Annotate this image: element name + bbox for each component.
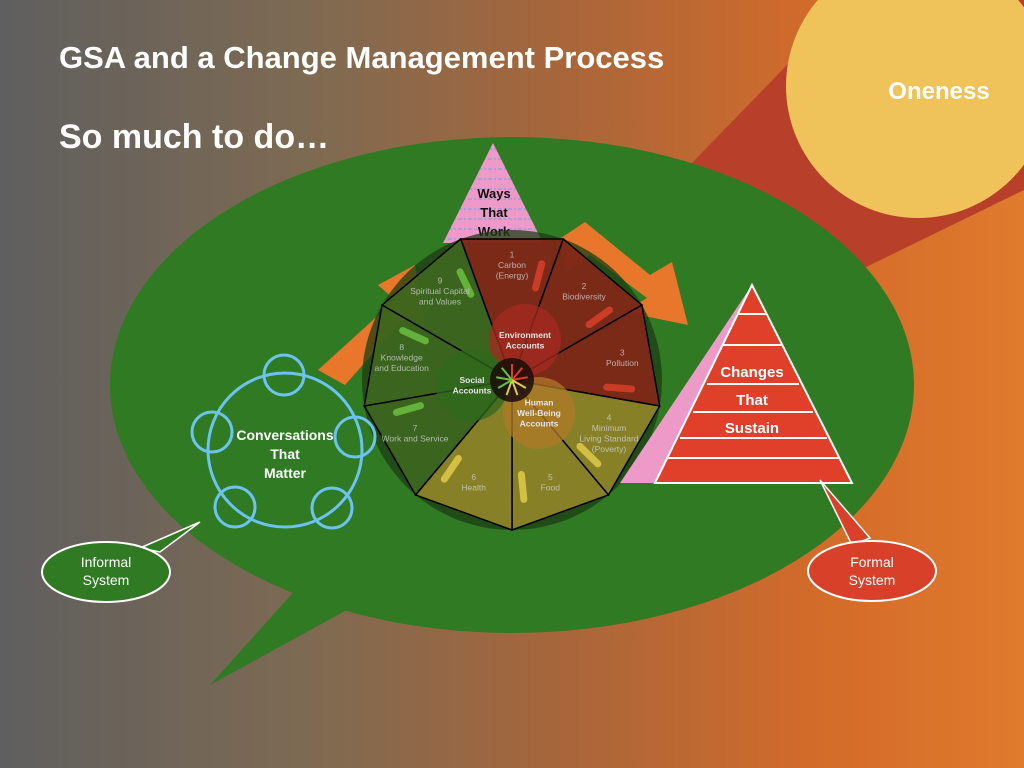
- account-label-2: Accounts: [453, 385, 492, 395]
- wheel-label-5: Food: [541, 482, 561, 492]
- informal-system-bubble: [41, 541, 171, 603]
- wheel-indicator-4: [576, 442, 602, 468]
- wheel-label-6: 6: [471, 472, 476, 482]
- wheel-label-4: Living Standard: [579, 433, 638, 443]
- wheel-label-4: (Poverty): [592, 444, 627, 454]
- wheel-label-3: 3: [620, 347, 625, 357]
- right-orange-arrow: [558, 222, 688, 325]
- hub-spoke: [500, 367, 513, 381]
- conversations-circles: [190, 353, 377, 530]
- hub-spoke: [497, 379, 513, 389]
- wheel-indicator-9: [456, 268, 475, 298]
- formal-line-2: System: [849, 572, 896, 588]
- pyramid-layer-lines: [666, 313, 839, 459]
- informal-line-2: System: [83, 572, 130, 588]
- conversations-line-3: Matter: [264, 465, 307, 481]
- account-label-1: Accounts: [506, 340, 545, 350]
- wheel-label-5: 5: [548, 472, 553, 482]
- oneness-label: Oneness: [888, 78, 990, 105]
- wheel-label-8: and Education: [375, 363, 430, 373]
- wheel-label-8: Knowledge: [381, 353, 423, 363]
- wheel-label-4: Minimum: [592, 423, 626, 433]
- changes-line-1: Changes: [720, 364, 783, 381]
- ways-line-2: That: [480, 205, 508, 220]
- hub-spoke: [511, 367, 524, 381]
- wheel-indicator-3: [603, 383, 636, 393]
- account-circle-2: [436, 349, 508, 421]
- account-label-3: Well-Being: [517, 408, 561, 418]
- hub-spoke: [511, 379, 519, 396]
- wheel-label-1: (Energy): [496, 271, 529, 281]
- wheel-label-2: 2: [582, 281, 587, 291]
- wheel-label-7: Work and Service: [382, 433, 449, 443]
- wheel-label-3: Pollution: [606, 358, 639, 368]
- wheel-indicator-8: [399, 327, 429, 345]
- hub-spoke: [505, 379, 513, 396]
- wheel-segment-9: [380, 237, 514, 382]
- wheel-indicator-6: [440, 454, 462, 483]
- formal-system-bubble: [807, 540, 937, 602]
- account-label-1: Environment: [499, 330, 551, 340]
- wheel-indicator-7: [392, 402, 425, 416]
- wheel-label-2: Biodiversity: [562, 291, 606, 301]
- wheel-label-9: 9: [438, 276, 443, 286]
- account-label-2: Social: [459, 375, 484, 385]
- wheel-label-7: 7: [413, 423, 418, 433]
- wheel-label-4: 4: [607, 412, 612, 422]
- wheel-label-1: Carbon: [498, 260, 526, 270]
- wheel-label-9: and Values: [419, 297, 461, 307]
- pink-pyramid-side: [620, 285, 752, 483]
- informal-bubble-tail: [137, 521, 201, 553]
- account-circle-1: [489, 304, 561, 376]
- wheel-label-6: Health: [461, 482, 486, 492]
- ways-line-1: Ways: [477, 186, 510, 201]
- account-label-3: Accounts: [520, 419, 559, 429]
- ways-that-work-pyramid: [443, 143, 543, 243]
- changes-line-2: That: [736, 392, 768, 409]
- slide-subtitle: So much to do…: [59, 118, 330, 156]
- wheel-indicator-5: [517, 471, 528, 503]
- conversations-line-2: That: [270, 446, 300, 462]
- hub-spoke: [496, 376, 513, 381]
- hub-spoke: [511, 376, 528, 381]
- conversations-line-1: Conversations: [236, 427, 333, 443]
- wheel-indicator-2: [585, 306, 613, 329]
- hub-spoke: [511, 379, 527, 389]
- wheel-label-1: 1: [510, 250, 515, 260]
- wheel-label-8: 8: [399, 342, 404, 352]
- changes-line-3: Sustain: [725, 420, 779, 437]
- oneness-sun: [786, 0, 1024, 218]
- account-label-3: Human: [525, 398, 554, 408]
- informal-line-1: Informal: [81, 554, 132, 570]
- wheel-label-9: Spiritual Capital: [410, 286, 470, 296]
- speech-tail: [210, 585, 365, 685]
- wheel-indicator-1: [532, 260, 546, 292]
- formal-line-1: Formal: [850, 554, 894, 570]
- slide-title: GSA and a Change Management Process: [59, 40, 665, 75]
